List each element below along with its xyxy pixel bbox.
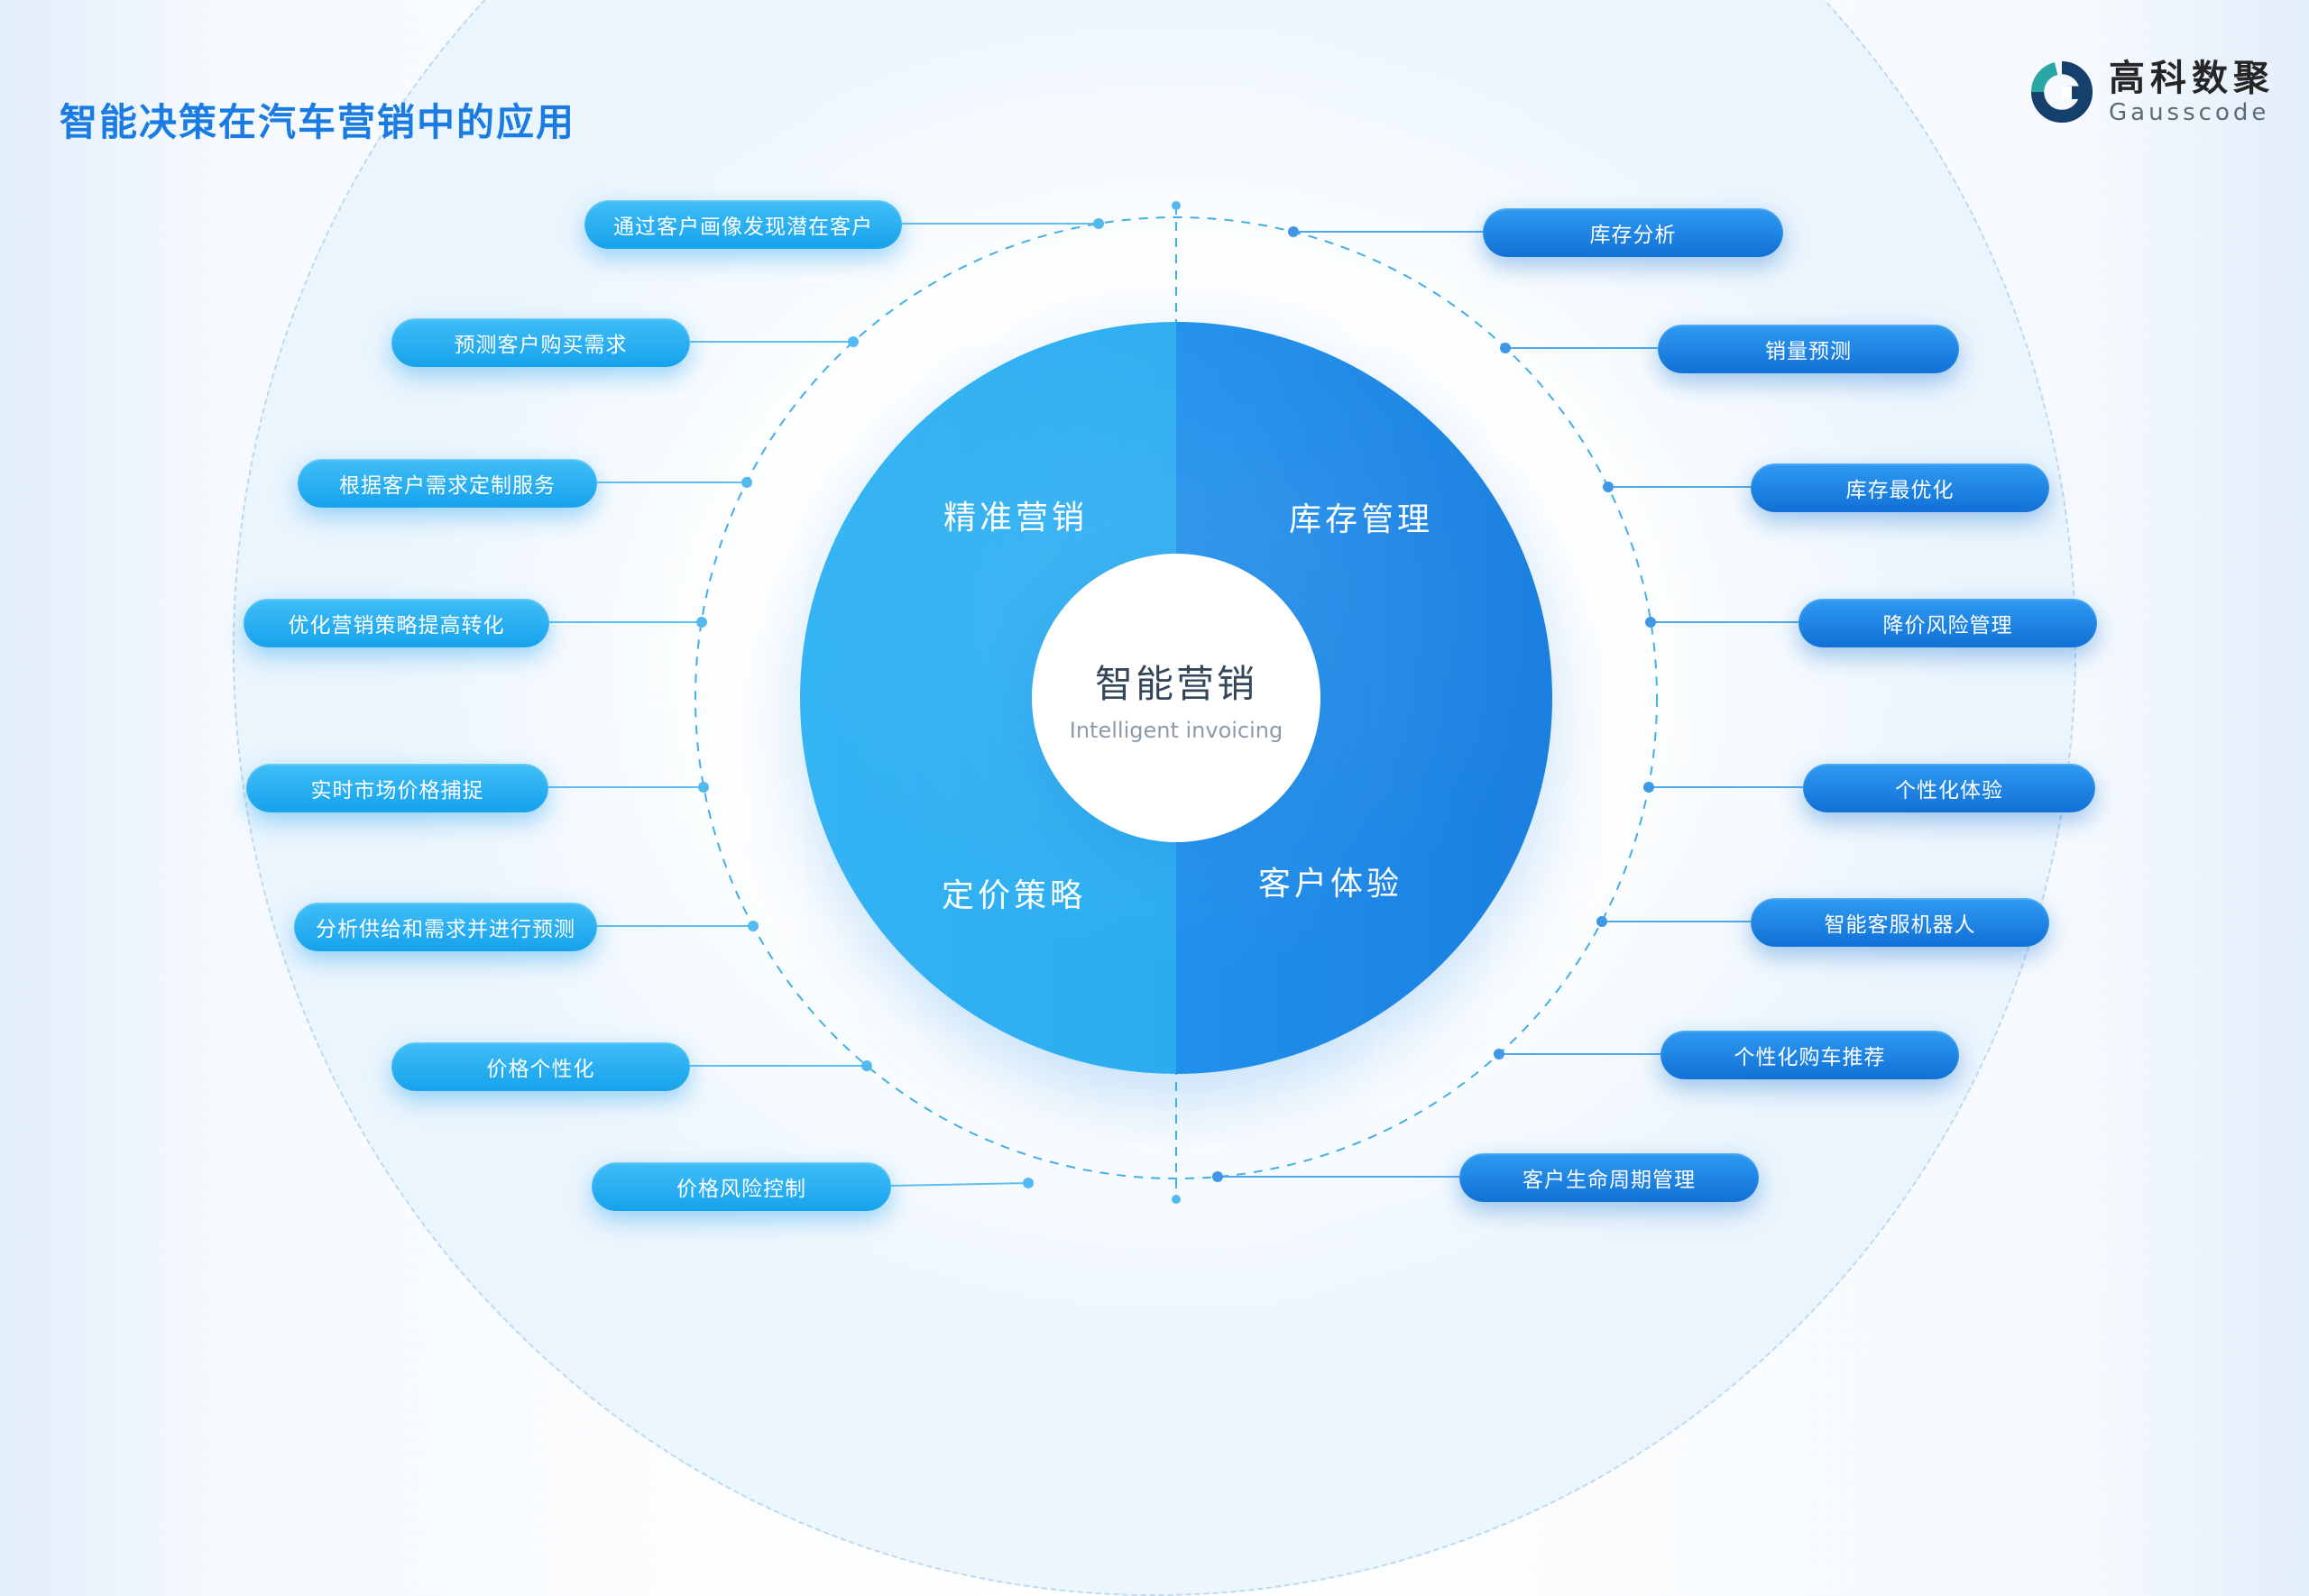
pill-price-risk-control: 价格风险控制	[592, 1162, 891, 1211]
pill-personalized-car-recommendation: 个性化购车推荐	[1660, 1031, 1959, 1079]
pill-customer-lifecycle-management: 客户生命周期管理	[1459, 1153, 1759, 1202]
brand-logo-text: 高科数聚 Gausscode	[2109, 58, 2275, 126]
pill-realtime-price-capture: 实时市场价格捕捉	[246, 764, 548, 812]
pill-price-personalization: 价格个性化	[391, 1042, 690, 1091]
quadrant-customer-experience: 客户体验	[1257, 866, 1403, 903]
pill-inventory-optimization: 库存最优化	[1751, 463, 2049, 512]
brand-name: 高科数聚	[2109, 58, 2275, 99]
brand-subtitle: Gausscode	[2109, 99, 2270, 126]
pill-personalized-experience: 个性化体验	[1803, 764, 2095, 812]
center-hub: 智能营销 Intelligent invoicing	[1032, 554, 1320, 842]
pill-service-chatbot: 智能客服机器人	[1751, 898, 2049, 947]
quadrant-precision-marketing: 精准营销	[943, 500, 1089, 537]
pill-markdown-risk-management: 降价风险管理	[1798, 599, 2097, 647]
pill-inventory-analysis: 库存分析	[1483, 208, 1783, 257]
pill-sales-forecast: 销量预测	[1658, 325, 1959, 373]
pill-supply-demand-forecast: 分析供给和需求并进行预测	[294, 903, 597, 951]
center-hub-title: 智能营销	[1094, 661, 1257, 706]
page-title: 智能决策在汽车营销中的应用	[60, 100, 576, 144]
pill-customized-service: 根据客户需求定制服务	[298, 459, 597, 508]
brand-logo: 高科数聚 Gausscode	[2028, 58, 2275, 126]
brand-logo-icon	[2030, 60, 2093, 124]
pill-customer-profiling: 通过客户画像发现潜在客户	[584, 200, 902, 249]
slide-canvas: 智能决策在汽车营销中的应用 高科数聚 Gausscode 精准营销 库存管理 定…	[60, 0, 2275, 1596]
quadrant-pricing-strategy: 定价策略	[941, 877, 1087, 914]
pill-purchase-demand-forecast: 预测客户购买需求	[391, 318, 690, 367]
pill-marketing-optimization: 优化营销策略提高转化	[244, 599, 549, 647]
center-hub-subtitle: Intelligent invoicing	[1069, 717, 1283, 743]
quadrant-inventory-management: 库存管理	[1288, 501, 1434, 538]
